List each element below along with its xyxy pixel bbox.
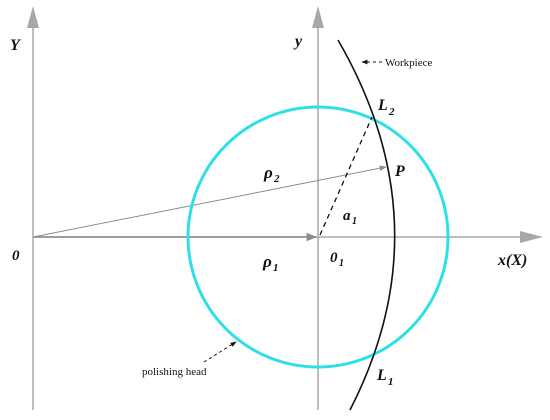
L1-label: L 1 — [376, 367, 394, 388]
O1-label: 0 1 — [330, 250, 344, 269]
origin-label: 0 — [12, 248, 20, 264]
y-axis-label: y — [293, 33, 303, 50]
rho2-vector — [32, 165, 387, 238]
a1-dashed-line — [319, 116, 373, 236]
workpiece-label: Workpiece — [385, 57, 432, 69]
polishing-head-circle — [186, 105, 450, 369]
rho1-label: ρ 1 — [262, 252, 279, 274]
Y-axis-arrowhead — [27, 6, 39, 28]
svg-text:a: a — [343, 208, 351, 224]
svg-text:2: 2 — [388, 106, 395, 118]
y-axis-arrowhead — [312, 6, 324, 28]
svg-text:1: 1 — [339, 258, 344, 269]
svg-text:L: L — [376, 367, 387, 384]
svg-text:1: 1 — [352, 216, 357, 227]
rho2-label: ρ 2 — [263, 163, 280, 185]
svg-text:2: 2 — [273, 173, 280, 185]
a1-label: a 1 — [343, 208, 357, 227]
polishing-head-label: polishing head — [142, 366, 207, 378]
L2-label: L 2 — [377, 97, 395, 118]
svg-text:1: 1 — [273, 262, 279, 274]
P-label: P — [394, 163, 405, 180]
svg-text:ρ: ρ — [263, 163, 273, 182]
svg-text:1: 1 — [388, 376, 394, 388]
x-axis-label: x(X) — [497, 252, 527, 269]
workpiece-curve — [337, 39, 396, 411]
polishing-head-leader — [203, 341, 237, 363]
x-axis-arrowhead — [520, 231, 543, 243]
svg-text:L: L — [377, 97, 388, 114]
svg-text:ρ: ρ — [262, 252, 272, 271]
Y-axis-label: Y — [10, 37, 21, 54]
svg-text:0: 0 — [330, 250, 338, 266]
